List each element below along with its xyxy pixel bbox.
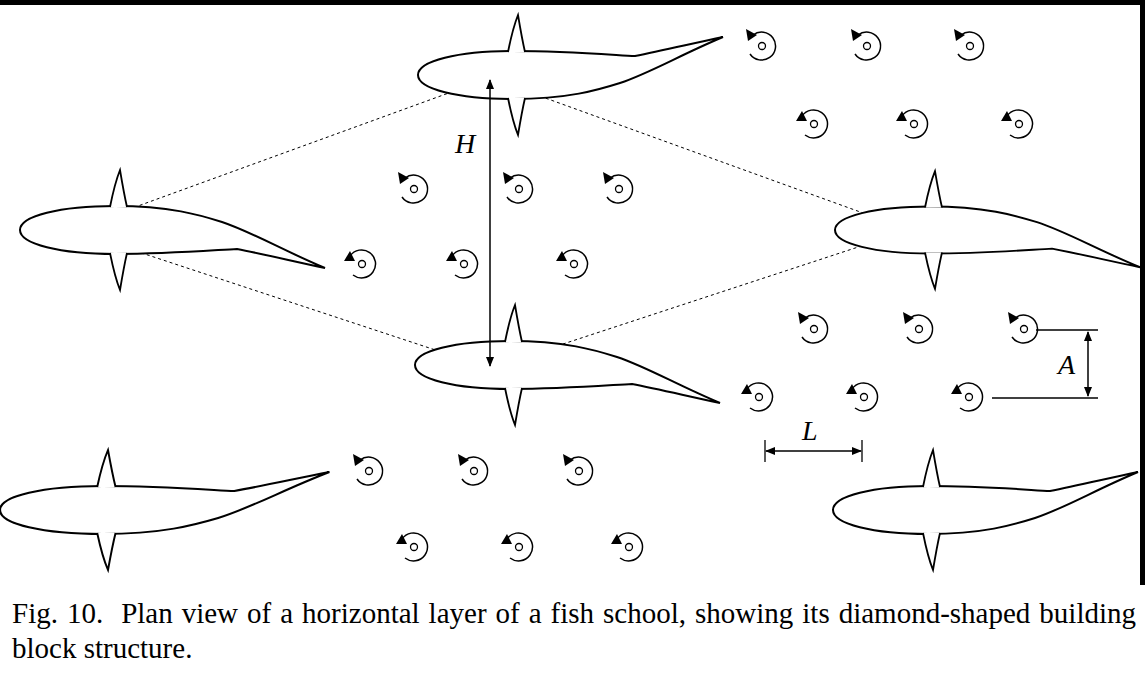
dimension-label: L <box>802 415 818 447</box>
figure-caption: Fig. 10. Plan view of a horizontal layer… <box>12 596 1136 666</box>
dimension-label: H <box>455 128 475 160</box>
dimension-label: A <box>1058 349 1075 381</box>
